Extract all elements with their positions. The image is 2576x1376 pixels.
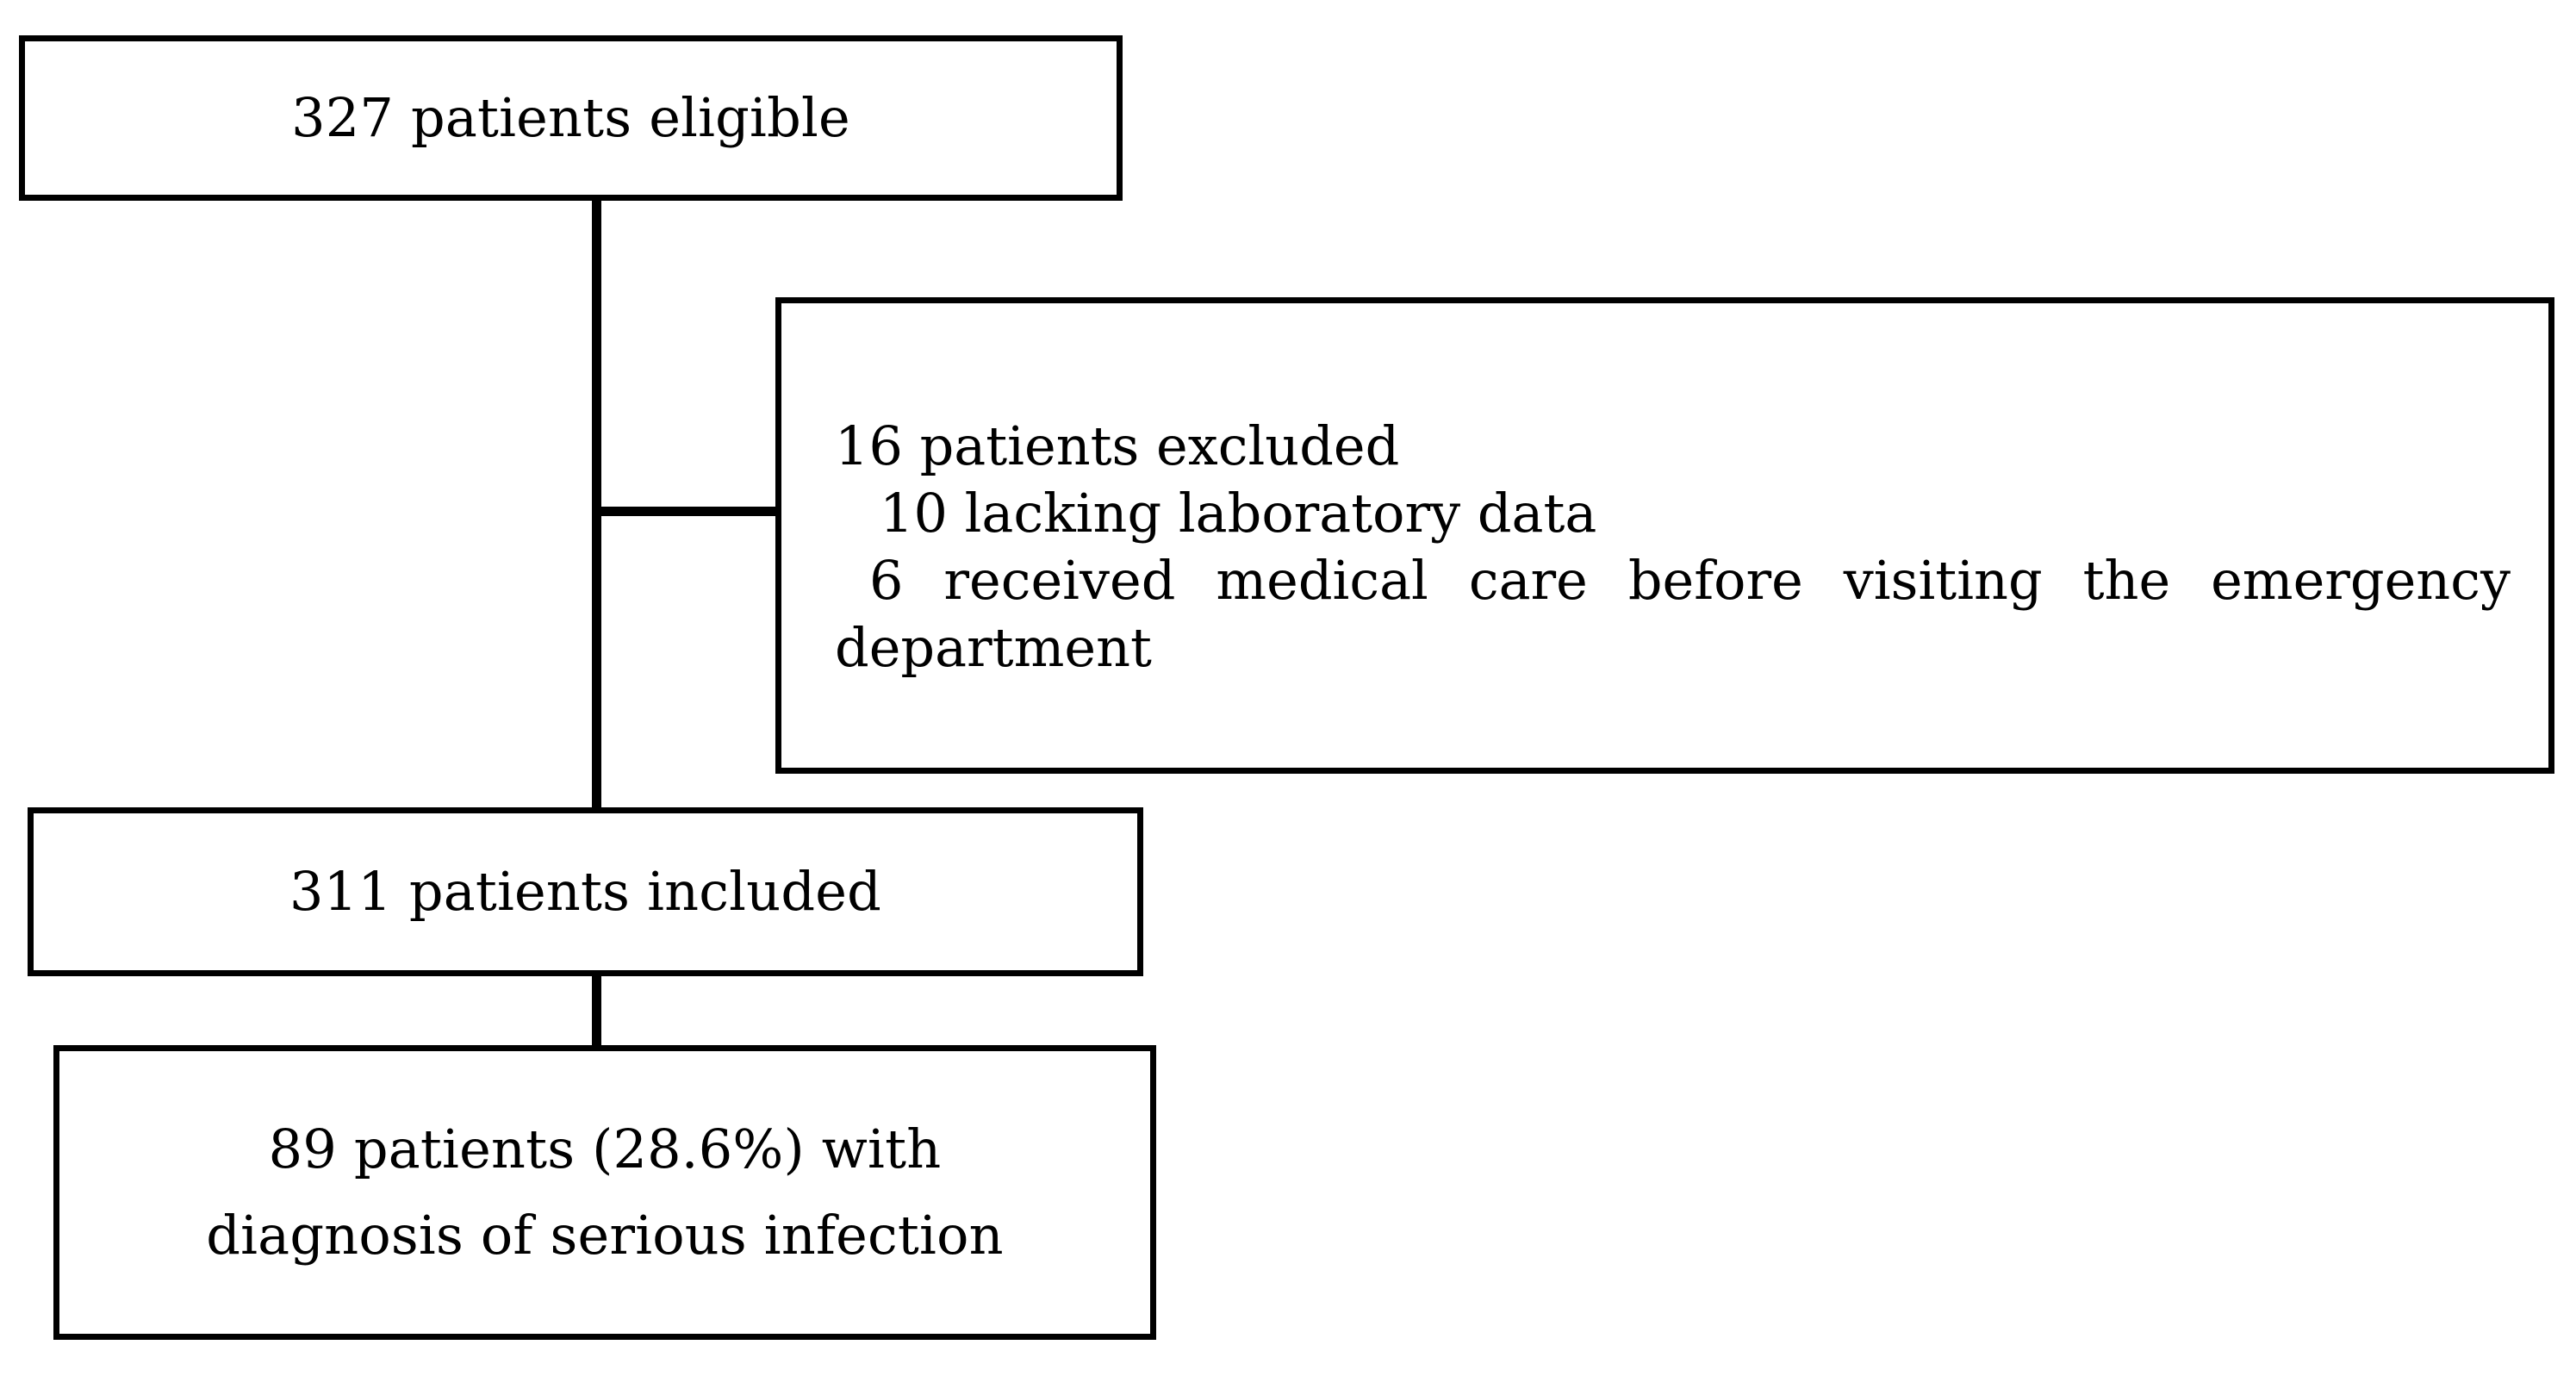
node-excluded-body: 16 patients excluded 10 lacking laborato…	[835, 413, 2511, 682]
node-excluded-reason-prior-care-continued: department	[835, 616, 1152, 680]
node-diagnosis-text: 89 patients (28.6%) with diagnosis of se…	[206, 1106, 1003, 1279]
connector-eligible-to-included	[592, 196, 601, 813]
node-diagnosis: 89 patients (28.6%) with diagnosis of se…	[53, 1045, 1156, 1340]
node-included-label: 311 patients included	[289, 860, 882, 924]
connector-branch-to-excluded	[592, 507, 780, 516]
node-eligible-label: 327 patients eligible	[291, 86, 850, 150]
node-excluded-reason-prior-care: 6 received medical care before visiting …	[869, 549, 2511, 613]
node-eligible: 327 patients eligible	[19, 35, 1123, 201]
connector-included-to-diagnosis	[592, 972, 601, 1049]
node-excluded: 16 patients excluded 10 lacking laborato…	[775, 297, 2554, 774]
node-excluded-reason-lab: 10 lacking laboratory data	[880, 482, 1597, 545]
node-included: 311 patients included	[28, 807, 1143, 976]
node-diagnosis-line-2: diagnosis of serious infection	[206, 1204, 1004, 1267]
node-excluded-heading: 16 patients excluded	[835, 414, 1400, 477]
node-diagnosis-line-1: 89 patients (28.6%) with	[268, 1117, 942, 1180]
